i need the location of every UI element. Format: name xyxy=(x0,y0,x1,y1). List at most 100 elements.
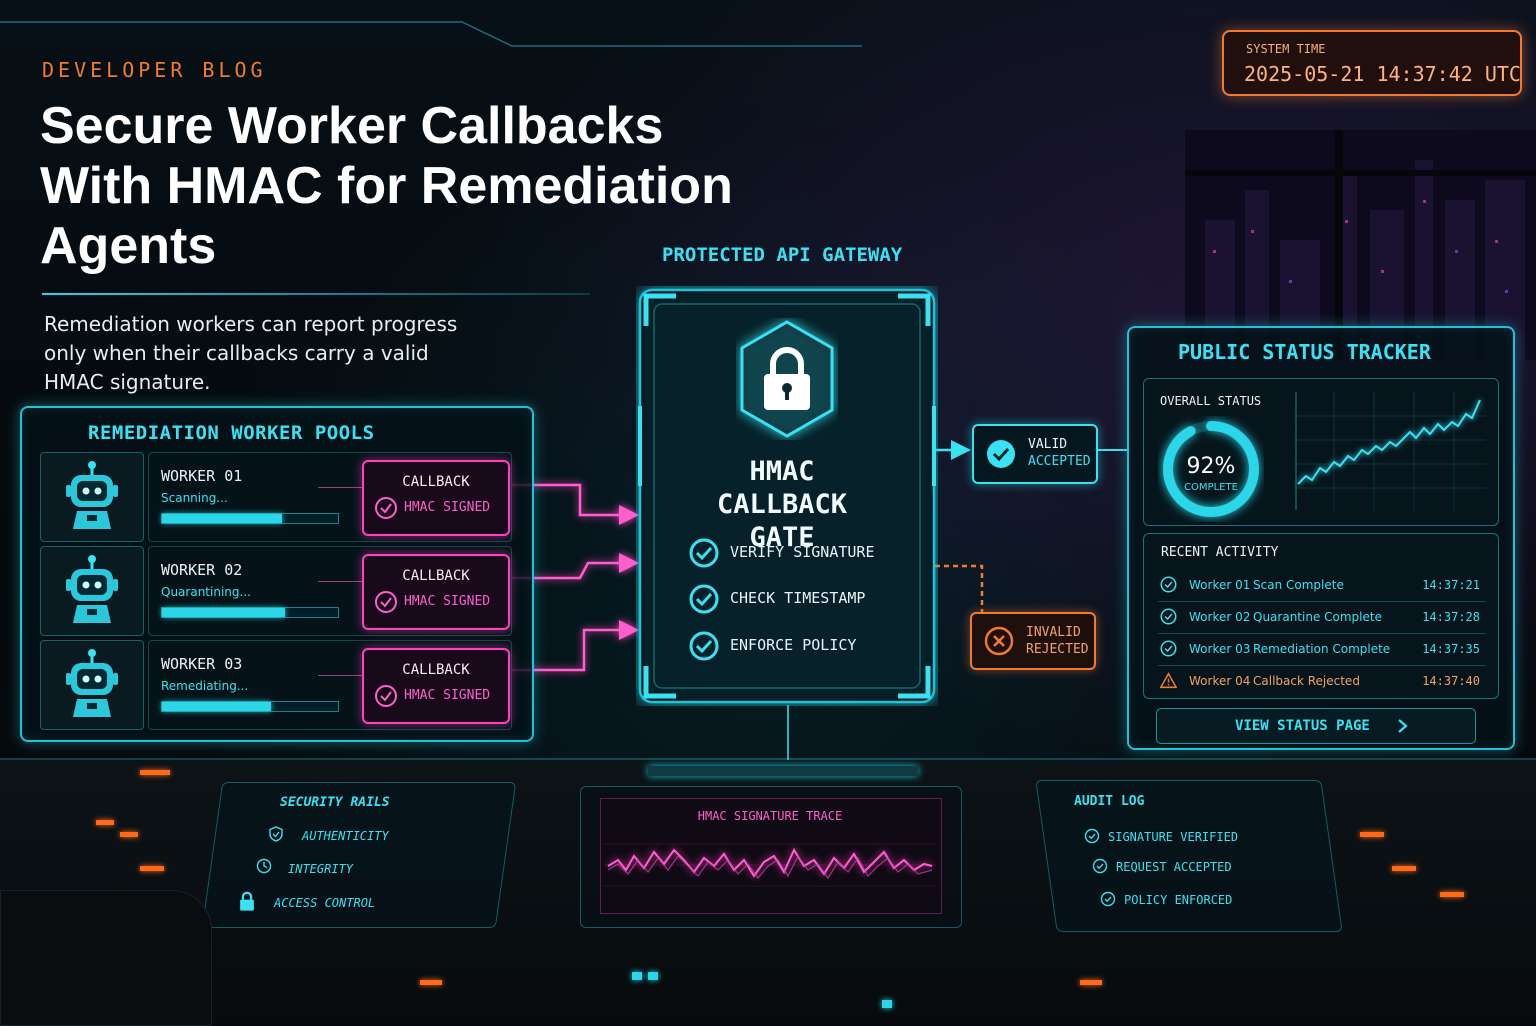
signature-waveform xyxy=(604,843,936,887)
invalid-label: INVALID xyxy=(1026,625,1081,640)
activity-row[interactable]: Worker 03 Remediation Complete 14:37:35 xyxy=(1158,633,1486,666)
activity-event: Scan Complete xyxy=(1253,578,1344,592)
gate-heading-line2: CALLBACK GATE xyxy=(716,489,848,553)
gate-check-label: VERIFY SIGNATURE xyxy=(730,543,875,561)
valid-accepted-badge: VALID ACCEPTED xyxy=(972,424,1098,484)
security-rail-item: INTEGRITY xyxy=(288,862,354,876)
worker-status: Remediating... xyxy=(161,679,249,693)
check-circle-icon xyxy=(1160,640,1177,657)
deck-lamp xyxy=(1360,832,1384,837)
progress-ring xyxy=(1163,421,1259,517)
percent-value: 92% xyxy=(1186,454,1236,479)
gate-check-label: ENFORCE POLICY xyxy=(730,636,857,654)
deck-top-strip xyxy=(0,758,1536,760)
gate-check-item: VERIFY SIGNATURE xyxy=(688,537,988,571)
deck-lamp xyxy=(648,972,658,980)
hmac-signed-label: HMAC SIGNED xyxy=(404,500,491,515)
robot-icon xyxy=(66,461,118,529)
worker-name: WORKER 01 xyxy=(161,467,243,485)
padlock-icon xyxy=(240,891,254,911)
deck-lamp xyxy=(1080,980,1102,985)
recent-activity-card xyxy=(1143,533,1499,699)
status-tracker-title: PUBLIC STATUS TRACKER xyxy=(1178,340,1431,364)
title-divider xyxy=(42,293,590,295)
deck-lamp xyxy=(882,1000,892,1008)
activity-time: 14:37:35 xyxy=(1422,642,1480,656)
gate-check-label: CHECK TIMESTAMP xyxy=(730,589,866,607)
recent-activity-label: RECENT ACTIVITY xyxy=(1161,545,1279,560)
worker-progress-bar xyxy=(161,701,339,712)
deck-lamp xyxy=(420,980,442,985)
activity-row[interactable]: Worker 02 Quarantine Complete 14:37:28 xyxy=(1158,601,1486,634)
x-circle-icon xyxy=(984,626,1014,656)
worker-row[interactable]: WORKER 01 Scanning... CALLBACK HMAC SIGN… xyxy=(38,452,512,542)
worker-row[interactable]: WORKER 03 Remediating... CALLBACK HMAC S… xyxy=(38,640,512,730)
worker-name: WORKER 03 xyxy=(161,655,243,673)
robot-icon xyxy=(66,649,118,717)
check-circle-icon xyxy=(1100,891,1116,907)
status-trend-sparkline xyxy=(1294,392,1486,512)
gate-frame xyxy=(638,288,936,704)
deck-lamp xyxy=(1440,892,1464,897)
progress-ring-arc xyxy=(1163,421,1259,517)
check-circle-icon xyxy=(1160,608,1177,625)
system-time-value: 2025-05-21 14:37:42 UTC xyxy=(1244,62,1521,86)
padlock-shield-icon xyxy=(740,320,834,438)
check-circle-icon xyxy=(375,685,397,707)
activity-row[interactable]: Worker 04 Callback Rejected 14:37:40 xyxy=(1158,665,1486,697)
worker-status: Scanning... xyxy=(161,491,228,505)
activity-worker: Worker 01 xyxy=(1189,578,1251,592)
deck-lamp xyxy=(632,972,642,980)
overall-status-label: OVERALL STATUS xyxy=(1160,394,1262,408)
activity-worker: Worker 03 xyxy=(1189,642,1251,656)
worker-avatar xyxy=(40,640,144,730)
worker-progress-fill xyxy=(162,702,272,711)
activity-time: 14:37:40 xyxy=(1422,674,1480,688)
clock-icon xyxy=(256,858,272,874)
deck-lamp xyxy=(120,832,138,837)
activity-time: 14:37:28 xyxy=(1422,610,1480,624)
robot-icon xyxy=(66,555,118,623)
activity-event: Callback Rejected xyxy=(1253,674,1360,688)
trace-title: HMAC SIGNATURE TRACE xyxy=(697,809,843,823)
worker-row[interactable]: WORKER 02 Quarantining... CALLBACK HMAC … xyxy=(38,546,512,636)
worker-progress-fill xyxy=(162,514,282,523)
check-circle-icon xyxy=(987,440,1015,468)
view-status-page-button[interactable]: VIEW STATUS PAGE xyxy=(1156,708,1476,744)
deck-lamp xyxy=(96,820,114,825)
worker-callback-link xyxy=(318,487,362,488)
callback-badge: CALLBACK HMAC SIGNED xyxy=(362,460,510,536)
audit-log-item: POLICY ENFORCED xyxy=(1124,893,1233,907)
security-rail-item: AUTHENTICITY xyxy=(302,829,389,843)
invalid-rejected-badge: INVALID REJECTED xyxy=(970,612,1096,670)
deck-glow-bar xyxy=(648,766,918,776)
deck-lamp xyxy=(140,866,164,871)
check-circle-icon xyxy=(689,631,719,661)
lead-paragraph: Remediation workers can report progress … xyxy=(44,312,458,394)
activity-worker: Worker 04 xyxy=(1189,674,1251,688)
worker-callback-link xyxy=(318,581,362,582)
activity-event: Remediation Complete xyxy=(1253,642,1391,656)
worker-progress-fill xyxy=(162,608,286,617)
check-circle-icon xyxy=(1084,828,1100,844)
worker-status: Quarantining... xyxy=(161,585,251,599)
check-circle-icon xyxy=(1092,858,1108,874)
gate-check-item: ENFORCE POLICY xyxy=(688,630,988,664)
deck-lamp xyxy=(140,770,170,775)
security-rail-item: ACCESS CONTROL xyxy=(274,896,376,910)
activity-time: 14:37:21 xyxy=(1422,578,1480,592)
check-circle-icon xyxy=(689,538,719,568)
check-circle-icon xyxy=(689,584,719,614)
eyebrow: DEVELOPER BLOG xyxy=(42,58,267,82)
activity-row[interactable]: Worker 01 Scan Complete 14:37:21 xyxy=(1158,569,1486,602)
overall-status-card xyxy=(1143,378,1499,526)
worker-pools-title: REMEDIATION WORKER POOLS xyxy=(88,422,375,444)
gate-heading: HMAC CALLBACK GATE xyxy=(692,455,872,554)
audit-log-title: AUDIT LOG xyxy=(1074,794,1145,809)
callback-badge: CALLBACK HMAC SIGNED xyxy=(362,554,510,630)
gate-heading-line1: HMAC xyxy=(749,456,815,487)
shield-check-icon xyxy=(269,826,283,842)
callback-badge: CALLBACK HMAC SIGNED xyxy=(362,648,510,724)
worker-avatar xyxy=(40,452,144,542)
